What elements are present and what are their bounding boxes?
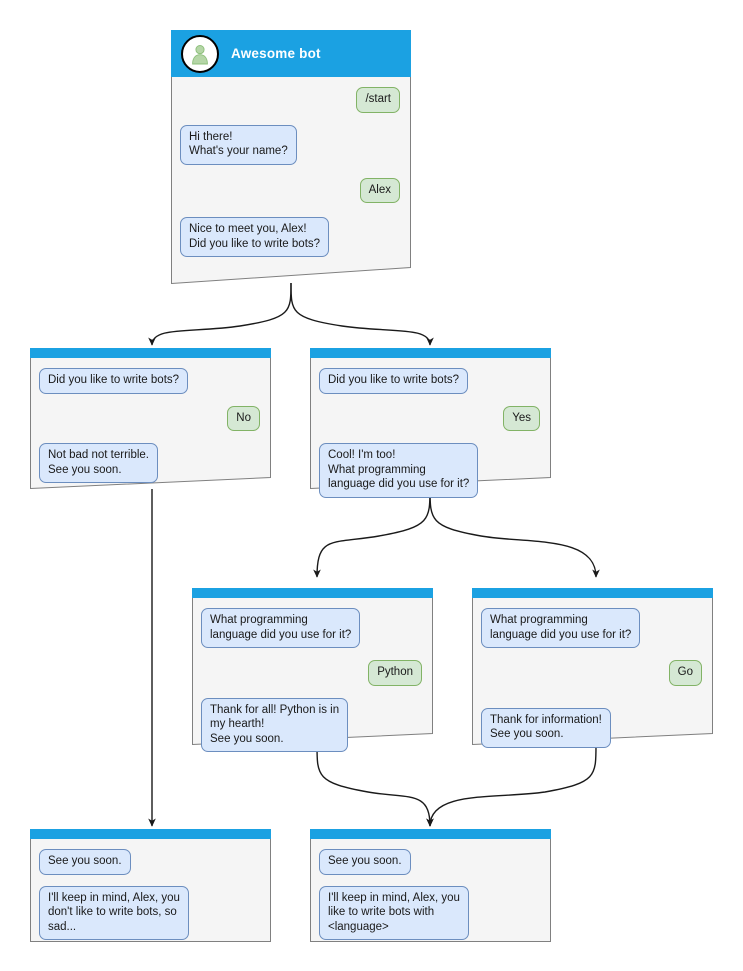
node-python-branch[interactable]: What programming language did you use fo… (192, 588, 433, 752)
message-row: Thank for all! Python is in my hearth! S… (201, 697, 424, 752)
node-python-branch-header (192, 588, 433, 598)
chat-bubble-bot: What programming language did you use fo… (481, 608, 641, 648)
chat-bubble-bot: See you soon. (39, 849, 131, 875)
message-row: Alex (180, 177, 402, 203)
message-row: /start (180, 87, 402, 113)
node-end-sad[interactable]: See you soon. I'll keep in mind, Alex, y… (30, 829, 271, 942)
message-row: Not bad not terrible. See you soon. (39, 443, 262, 483)
node-no-branch[interactable]: Did you like to write bots? No Not bad n… (30, 348, 271, 489)
node-go-branch-chat: What programming language did you use fo… (472, 598, 713, 748)
chat-bubble-user: /start (356, 87, 400, 113)
node-yes-branch-header (310, 348, 551, 358)
message-row: See you soon. (319, 849, 542, 875)
chat-bubble-bot: See you soon. (319, 849, 411, 875)
node-start-header: Awesome bot (171, 30, 411, 77)
chat-bubble-bot: Did you like to write bots? (319, 368, 469, 394)
node-end-sad-chat: See you soon. I'll keep in mind, Alex, y… (30, 839, 271, 940)
chat-bubble-bot: I'll keep in mind, Alex, you like to wri… (319, 885, 469, 940)
node-end-sad-header (30, 829, 271, 839)
edge-python-to-end-happy (316, 744, 434, 827)
chat-bubble-bot: I'll keep in mind, Alex, you don't like … (39, 885, 189, 940)
chat-bubble-bot: Nice to meet you, Alex! Did you like to … (180, 217, 330, 257)
chat-bubble-user: Yes (503, 405, 540, 431)
chat-bubble-user: No (227, 405, 260, 431)
node-no-branch-header (30, 348, 271, 358)
node-start[interactable]: Awesome bot /start Hi there! What's your… (171, 30, 411, 284)
chat-bubble-bot: Did you like to write bots? (39, 368, 189, 394)
node-yes-branch[interactable]: Did you like to write bots? Yes Cool! I'… (310, 348, 551, 498)
chat-bubble-user: Alex (359, 177, 400, 203)
message-row: Hi there! What's your name? (180, 124, 402, 165)
chat-bubble-bot: Hi there! What's your name? (180, 124, 297, 165)
node-python-branch-chat: What programming language did you use fo… (192, 598, 433, 752)
chat-bubble-bot: Cool! I'm too! What programming language… (319, 443, 479, 498)
chat-bubble-bot: Not bad not terrible. See you soon. (39, 443, 159, 483)
message-row: Cool! I'm too! What programming language… (319, 443, 542, 498)
message-row: Did you like to write bots? (39, 368, 262, 394)
edge-yes-to-go (429, 487, 600, 578)
chat-bubble-bot: What programming language did you use fo… (201, 608, 361, 648)
edge-yes-to-python (313, 487, 431, 578)
message-row: What programming language did you use fo… (481, 608, 704, 648)
message-row: No (39, 405, 262, 431)
edge-start-to-no (148, 282, 292, 346)
message-row: What programming language did you use fo… (201, 608, 424, 648)
message-row: Python (201, 660, 424, 686)
message-row: Yes (319, 405, 542, 431)
node-end-happy[interactable]: See you soon. I'll keep in mind, Alex, y… (310, 829, 551, 942)
chat-bubble-bot: Thank for information! See you soon. (481, 707, 611, 748)
chat-bubble-user: Python (368, 660, 422, 686)
message-row: Thank for information! See you soon. (481, 707, 704, 748)
message-row: Nice to meet you, Alex! Did you like to … (180, 217, 402, 257)
edge-start-to-yes (290, 282, 434, 346)
message-row: See you soon. (39, 849, 262, 875)
node-end-happy-chat: See you soon. I'll keep in mind, Alex, y… (310, 839, 551, 940)
node-no-branch-chat: Did you like to write bots? No Not bad n… (30, 358, 271, 483)
bot-name-label: Awesome bot (231, 46, 321, 61)
person-avatar-icon (181, 34, 219, 73)
message-row: Go (481, 660, 704, 686)
node-end-happy-header (310, 829, 551, 839)
edge-go-to-end-happy (426, 744, 597, 827)
node-go-branch-header (472, 588, 713, 598)
node-yes-branch-chat: Did you like to write bots? Yes Cool! I'… (310, 358, 551, 498)
message-row: Did you like to write bots? (319, 368, 542, 394)
message-row: I'll keep in mind, Alex, you like to wri… (319, 885, 542, 940)
node-go-branch[interactable]: What programming language did you use fo… (472, 588, 713, 748)
message-row: I'll keep in mind, Alex, you don't like … (39, 885, 262, 940)
chat-bubble-bot: Thank for all! Python is in my hearth! S… (201, 697, 349, 752)
chat-bubble-user: Go (668, 660, 702, 686)
node-start-chat: /start Hi there! What's your name? Alex … (171, 77, 411, 257)
